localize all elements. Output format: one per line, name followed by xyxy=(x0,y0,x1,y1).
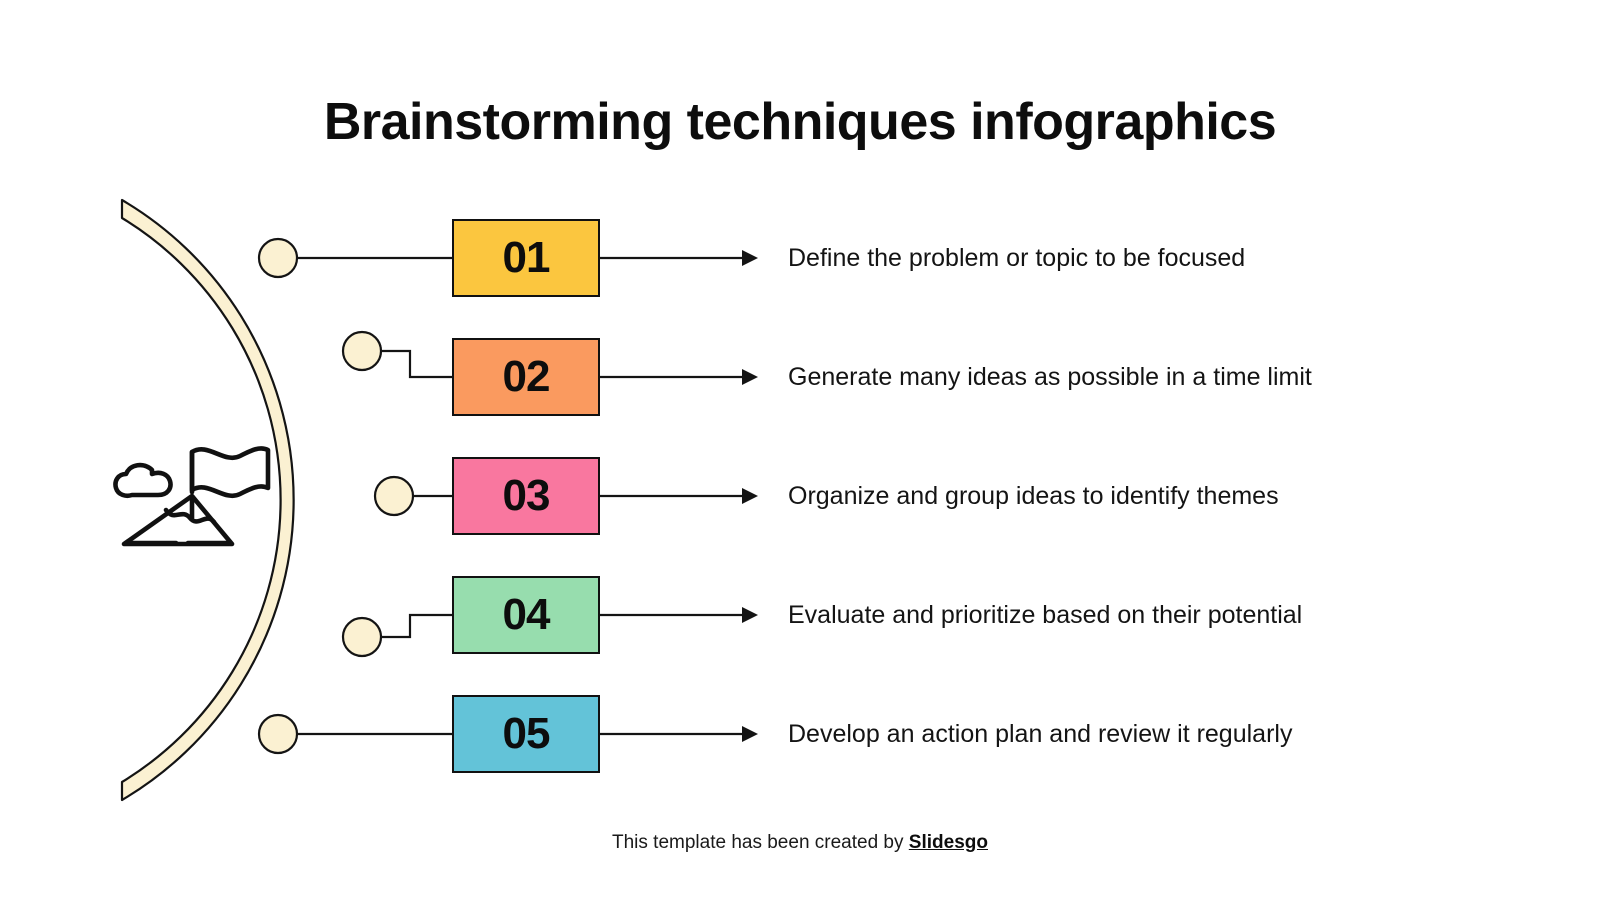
arrowhead-1 xyxy=(742,250,758,266)
arrowheads xyxy=(742,250,758,742)
step-number-box-2[interactable]: 02 xyxy=(452,338,600,416)
step-description-2: Generate many ideas as possible in a tim… xyxy=(788,363,1312,391)
step-number-label-5: 05 xyxy=(502,709,551,758)
arrowhead-2 xyxy=(742,369,758,385)
arc-node-5 xyxy=(257,713,299,755)
arrowhead-5 xyxy=(742,726,758,742)
arc-node-1 xyxy=(257,237,299,279)
step-description-3: Organize and group ideas to identify the… xyxy=(788,482,1279,510)
step-number-box-3[interactable]: 03 xyxy=(452,457,600,535)
step-number-label-3: 03 xyxy=(502,471,551,520)
arrowhead-3 xyxy=(742,488,758,504)
arrowhead-4 xyxy=(742,607,758,623)
footer-text: This template has been created by xyxy=(612,832,909,853)
slidesgo-link[interactable]: Slidesgo xyxy=(908,832,988,853)
arc-nodes xyxy=(257,237,415,755)
mountain-flag-icon xyxy=(113,446,271,547)
step-number-label-1: 01 xyxy=(502,233,551,282)
step-description-1: Define the problem or topic to be focuse… xyxy=(788,244,1246,272)
decorative-arc xyxy=(120,198,295,802)
step-number-box-5[interactable]: 05 xyxy=(452,695,600,773)
step-description-5: Develop an action plan and review it reg… xyxy=(788,720,1293,748)
step-number-label-2: 02 xyxy=(502,352,551,401)
arc-node-4 xyxy=(341,616,383,658)
page-title: Brainstorming techniques infographics xyxy=(323,93,1277,151)
step-number-box-4[interactable]: 04 xyxy=(452,576,600,654)
arc-node-2 xyxy=(341,330,383,372)
connector-lines xyxy=(284,256,742,736)
step-description-4: Evaluate and prioritize based on their p… xyxy=(788,601,1303,629)
footer: This template has been created by Slides… xyxy=(0,832,1600,854)
step-number-box-1[interactable]: 01 xyxy=(452,219,600,297)
arc-node-3 xyxy=(373,475,415,517)
step-number-label-4: 04 xyxy=(502,590,551,639)
